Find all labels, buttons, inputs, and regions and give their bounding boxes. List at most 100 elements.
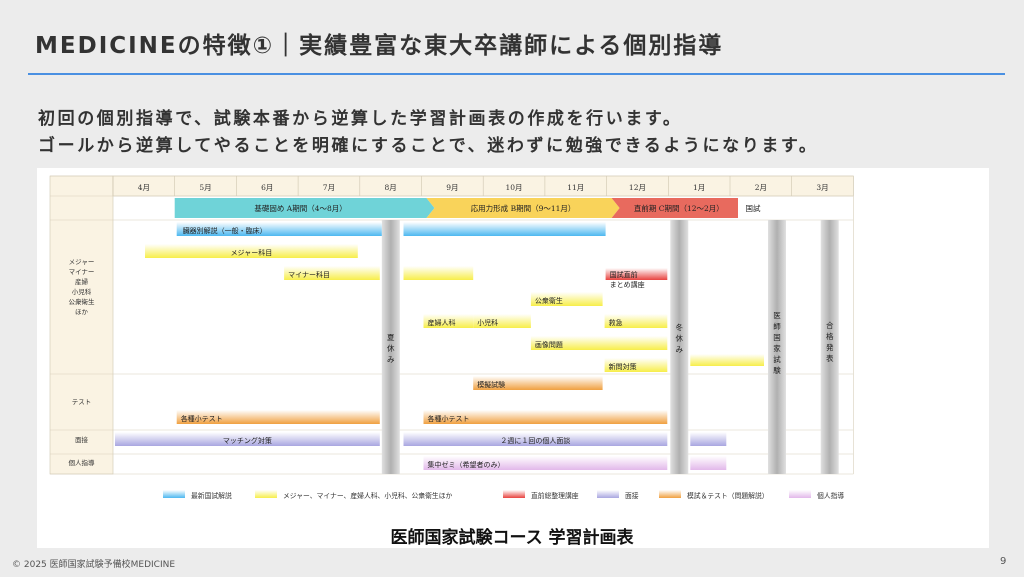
intro-line-1: 初回の個別指導で、試験本番から逆算した学習計画表の作成を行います。 <box>38 109 683 129</box>
quiz-bar-a-label: 各種小テスト <box>181 414 223 423</box>
phase-b-label: 応用力形成 B期間（9〜11月） <box>471 203 576 213</box>
summer-break-column-char: 休 <box>387 343 395 353</box>
final-review-bar <box>605 268 668 280</box>
legend-label: メジャー、マイナー、産婦人科、小児科、公衆衛生ほか <box>283 491 453 500</box>
winter-break-column <box>670 220 689 474</box>
month-label: 7月 <box>323 183 335 192</box>
biweekly-interview-bar-label: ２週に１回の個人面談 <box>500 436 570 445</box>
minor-subjects-bar <box>284 266 380 280</box>
organ-lecture-bar <box>176 222 382 236</box>
month-label: 4月 <box>138 183 150 192</box>
row-label-main: メジャー <box>69 258 95 266</box>
intensive-seminar-bar-label: 集中ゼミ（希望者のみ） <box>428 460 505 469</box>
title-underline <box>28 73 1005 75</box>
new-questions-bar-label: 新問対策 <box>609 362 637 371</box>
intensive-seminar-bar-2 <box>690 456 727 470</box>
month-label: 3月 <box>816 183 828 192</box>
public-health-bar <box>530 292 603 306</box>
phase-a-banner <box>174 198 435 218</box>
row-label-personal: 個人指導 <box>69 458 96 467</box>
row-label-column <box>49 175 114 475</box>
obgyn-bar <box>423 314 474 328</box>
row-label-test: テスト <box>72 398 92 406</box>
phase-c-label: 直前期 C期間（12〜2月） <box>634 203 724 213</box>
emergency-bar <box>604 314 668 328</box>
matching-bar-label: マッチング対策 <box>223 436 272 445</box>
legend-swatch <box>503 490 525 498</box>
mock-exam-bar-label: 模擬試験 <box>477 380 505 389</box>
row-label-main: ほか <box>75 308 89 316</box>
summer-break-column-char: 夏 <box>387 333 395 342</box>
quiz-bar-a <box>176 410 380 424</box>
new-questions-bar <box>604 358 668 372</box>
result-day-column <box>820 220 839 474</box>
exam-day-column-char: 験 <box>773 366 781 375</box>
matching-bar <box>115 432 380 446</box>
imaging-bar-label: 画像問題 <box>535 340 563 349</box>
month-label: 6月 <box>261 183 273 192</box>
month-label: 12月 <box>629 183 646 192</box>
row-label-main: 産婦 <box>75 277 89 286</box>
summer-break-column <box>381 220 400 474</box>
result-day-column-char: 格 <box>826 331 834 341</box>
result-day-column-char: 発 <box>826 343 834 352</box>
phase-c-banner <box>611 198 738 218</box>
month-label: 9月 <box>446 183 458 192</box>
summer-break-column-char: み <box>387 355 395 364</box>
exam-day-column <box>768 220 786 474</box>
row-label-main: 公衆衛生 <box>69 297 96 306</box>
pediatrics-bar-label: 小児科 <box>477 318 498 327</box>
final-review-line2: まとめ講座 <box>610 280 645 289</box>
phase-a-label: 基礎固め A期間（4〜8月） <box>254 203 346 213</box>
imaging-bar <box>530 336 668 350</box>
legend-label: 直前総整理講座 <box>531 491 579 500</box>
month-label: 10月 <box>506 183 523 192</box>
pediatrics-bar <box>473 314 531 328</box>
month-label: 5月 <box>199 183 211 192</box>
organ-lecture-bar-label: 臓器別解説（一般・臨床） <box>183 226 267 235</box>
page-number: 9 <box>1000 556 1007 567</box>
month-label: 1月 <box>693 183 705 192</box>
public-health-bar-label: 公衆衛生 <box>535 296 563 305</box>
month-label: 11月 <box>567 183 584 192</box>
exam-day-column-char: 試 <box>773 354 781 364</box>
quiz-bar-b <box>423 410 668 424</box>
major-subjects-bar <box>145 244 358 258</box>
month-label: 8月 <box>385 183 397 192</box>
row-label-main: 小児科 <box>72 287 92 296</box>
legend-label: 最新国試解説 <box>191 491 232 500</box>
biweekly-interview-bar-2 <box>690 432 727 446</box>
biweekly-interview-bar <box>403 432 668 446</box>
exam-day-column-char: 家 <box>773 343 781 353</box>
obgyn-bar-label: 産婦人科 <box>428 318 456 327</box>
legend-label: 模試＆テスト（問題解説） <box>687 491 769 500</box>
result-day-column-char: 表 <box>826 353 834 363</box>
minor-subjects-bar-label: マイナー科目 <box>288 270 330 279</box>
legend-swatch <box>163 490 185 498</box>
quiz-bar-b-label: 各種小テスト <box>428 414 470 423</box>
final-review-bar-label: 国試直前 <box>610 270 638 279</box>
winter-break-column-char: 冬 <box>676 322 684 332</box>
exam-day-column-char: 医 <box>773 311 781 320</box>
result-day-column-char: 合 <box>826 320 834 330</box>
row-label-interview: 面接 <box>75 435 89 444</box>
intro-text: 初回の個別指導で、試験本番から逆算した学習計画表の作成を行います。 ゴールから逆… <box>38 106 818 160</box>
header-bar: MEDICINEの特徴①｜実績豊富な東大卒講師による個別指導 <box>0 0 1024 76</box>
page-title: MEDICINEの特徴①｜実績豊富な東大卒講師による個別指導 <box>35 33 724 59</box>
major-subjects-bar-label: メジャー科目 <box>231 248 273 257</box>
legend-swatch <box>597 490 619 498</box>
legend-label: 面接 <box>625 491 639 500</box>
copyright-text: © 2025 医師国家試験予備校MEDICINE <box>12 560 176 570</box>
winter-break-column-char: 休 <box>676 333 684 343</box>
new-questions-bar-2 <box>690 354 764 366</box>
legend-swatch <box>789 490 811 498</box>
minor-subjects-bar-2 <box>403 266 474 280</box>
row-label-main: マイナー <box>69 268 95 276</box>
phase-exam-label: 国試 <box>746 203 761 213</box>
month-label: 2月 <box>755 183 767 192</box>
legend-label: 個人指導 <box>817 491 844 500</box>
winter-break-column-char: み <box>676 345 684 354</box>
phase-b-banner <box>426 198 620 218</box>
exam-day-column-char: 師 <box>773 321 781 331</box>
